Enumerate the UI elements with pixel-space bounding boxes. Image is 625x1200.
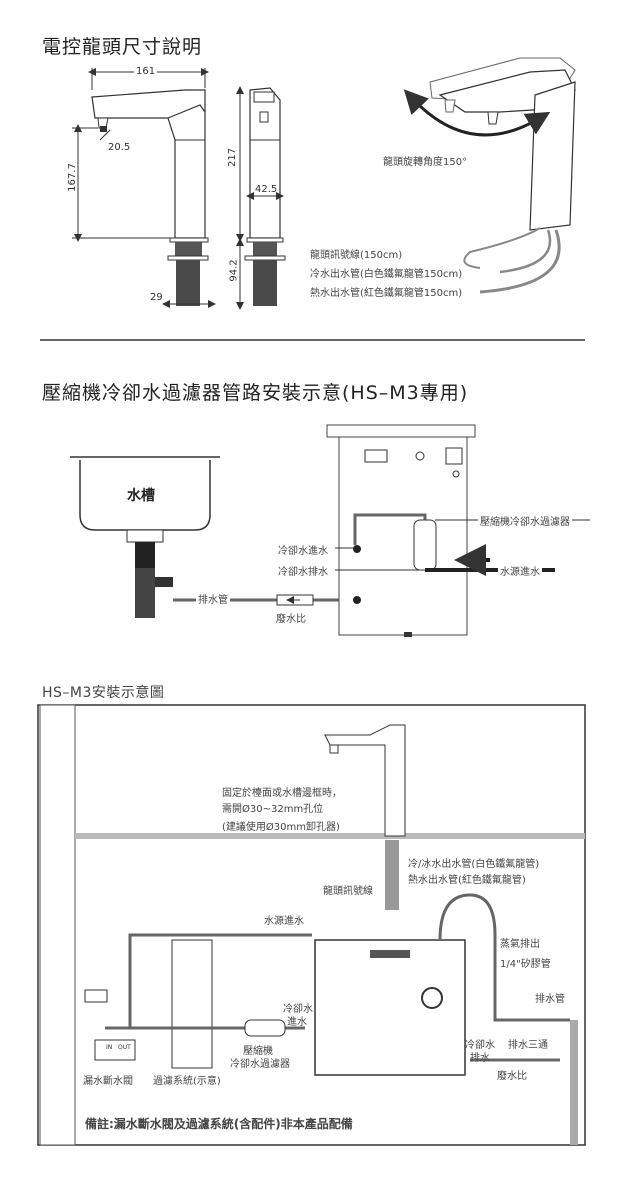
cold-pipe-label: 冷/冰水出水管(白色鐵氟龍管) xyxy=(408,859,540,870)
dim-167-7: 167.7 xyxy=(66,163,78,192)
silicone-label: 1/4"矽膠管 xyxy=(500,959,551,970)
filter-label: 壓縮機冷卻水過濾器 xyxy=(478,513,572,528)
brick-wall xyxy=(39,704,76,1146)
machine-back-view xyxy=(326,424,590,637)
water-in-label: 水源進水 xyxy=(262,912,306,927)
dim-42-5: 42.5 xyxy=(255,184,278,195)
dim-20-5: 20.5 xyxy=(106,142,133,153)
waste-ratio-label: 廢水比 xyxy=(276,614,306,625)
sink-label: 水槽 xyxy=(127,488,155,504)
cool-out-label-2: 排水 xyxy=(470,1053,490,1064)
cool-in-label: 冷卻水進水 xyxy=(278,546,328,557)
cable-cold: 冷水出水管(白色鐵氟龍管150cm) xyxy=(310,269,463,280)
drain-label: 排水管 xyxy=(535,994,565,1005)
leak-valve-label: 漏水斷水閥 xyxy=(83,1076,133,1087)
rotation-label: 龍頭旋轉角度150° xyxy=(383,157,468,168)
section3-title: HS–M3安裝示意圖 xyxy=(42,685,165,701)
compressor-filter-label-1: 壓縮機 xyxy=(243,1046,273,1057)
signal-label: 龍頭訊號線 xyxy=(323,886,373,897)
faucet-front-view xyxy=(72,68,216,308)
cool-out-label-1: 冷卻水 xyxy=(465,1040,495,1051)
drain-pipe-label: 排水管 xyxy=(196,591,230,606)
section1-title: 電控龍頭尺寸說明 xyxy=(42,36,203,58)
cable-signal: 龍頭訊號線(150cm) xyxy=(310,250,403,261)
mount-note-1: 固定於檯面或水槽邊框時， xyxy=(222,788,342,799)
in-label: IN xyxy=(106,1044,113,1051)
dim-94-2: 94.2 xyxy=(228,259,240,282)
cool-in-label-1: 冷卻水 xyxy=(283,1004,313,1015)
install-diagram-frame xyxy=(37,704,586,1146)
faucet-rotation-view xyxy=(403,57,576,294)
water-in-label: 水源進水 xyxy=(498,563,542,578)
dim-161: 161 xyxy=(134,66,158,77)
dim-217: 217 xyxy=(227,147,239,168)
filter-system-label: 過濾系統(示意) xyxy=(153,1076,221,1087)
section2-title: 壓縮機冷卻水過濾器管路安裝示意(HS–M3專用) xyxy=(42,382,469,404)
cable-hot: 熱水出水管(紅色鐵氟龍管150cm) xyxy=(310,288,463,299)
steam-label: 蒸氣排出 xyxy=(500,939,540,950)
mount-note-2: 需開Ø30~32mm孔位 xyxy=(222,804,324,815)
mount-note-3: (建議使用Ø30mm卸孔器) xyxy=(222,822,340,833)
faucet-side-view xyxy=(236,86,286,310)
waste-ratio-label-3: 廢水比 xyxy=(497,1071,527,1082)
cool-out-label: 冷卻水排水 xyxy=(278,567,328,578)
hot-pipe-label: 熱水出水管(紅色鐵氟龍管) xyxy=(408,875,526,886)
compressor-filter-label-2: 冷卻水過濾器 xyxy=(230,1059,290,1070)
tee-label: 排水三通 xyxy=(508,1040,548,1051)
dim-29: 29 xyxy=(150,292,163,303)
out-label: OUT xyxy=(118,1044,131,1051)
footnote: 備註:漏水斷水閥及過濾系統(含配件)非本產品配備 xyxy=(85,1117,353,1131)
cool-in-label-2: 進水 xyxy=(287,1017,307,1028)
